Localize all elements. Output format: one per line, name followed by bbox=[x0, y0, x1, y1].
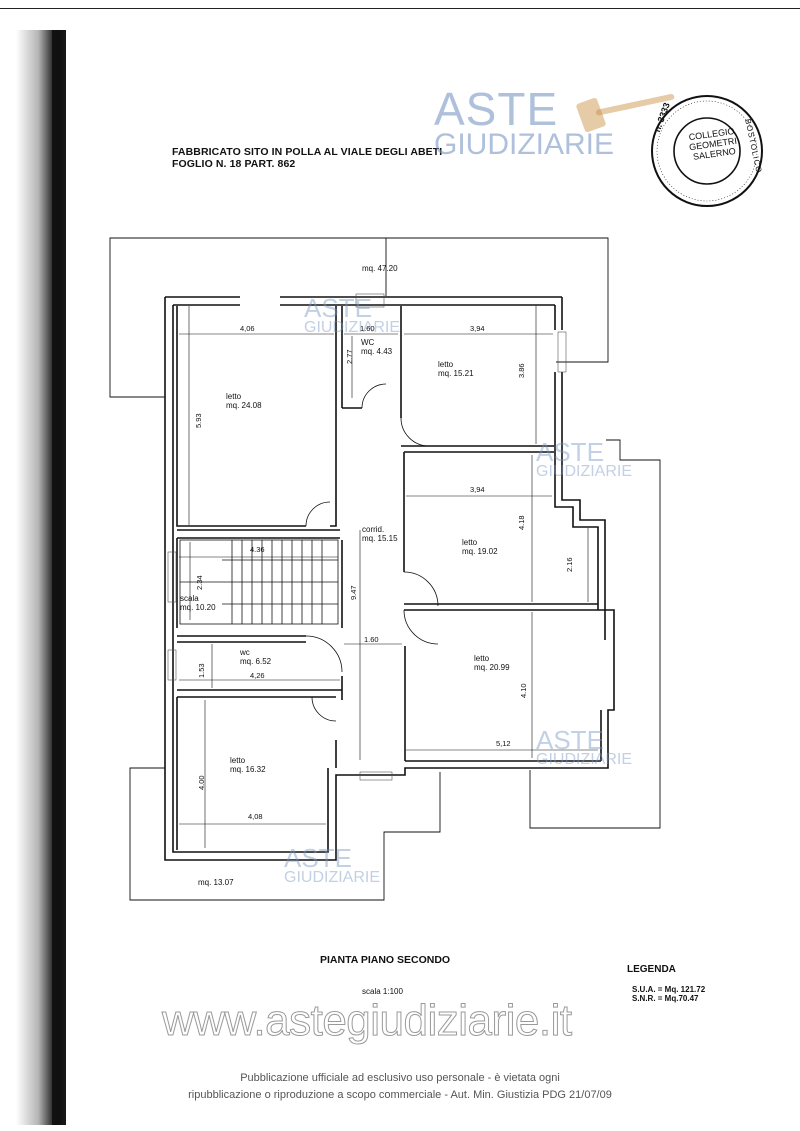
dim-947: 9.47 bbox=[349, 585, 358, 600]
dim-406: 4,06 bbox=[240, 324, 255, 333]
aste-watermark-plan-3: ASTE GIUDIZIARIE bbox=[536, 725, 633, 768]
footer-line-1: Pubblicazione ufficiale ad esclusivo uso… bbox=[240, 1072, 560, 1084]
plan-title: PIANTA PIANO SECONDO bbox=[320, 954, 451, 966]
room-name: letto bbox=[226, 392, 242, 401]
room-area: mq. 24.08 bbox=[226, 401, 262, 410]
legend-sua: S.U.A. = Mq. 121.72 bbox=[632, 985, 706, 994]
scan-top-line bbox=[0, 8, 800, 9]
room-letto-2: letto mq. 15.21 bbox=[438, 360, 474, 378]
header-line-1: FABBRICATO SITO IN POLLA AL VIALE DEGLI … bbox=[172, 146, 443, 158]
dim-512: 5,12 bbox=[496, 739, 511, 748]
room-area: mq. 4.43 bbox=[361, 347, 393, 356]
geometri-stamp bbox=[651, 95, 763, 207]
watermark-giudiziarie-text: GIUDIZIARIE bbox=[304, 319, 401, 336]
watermark-giudiziarie-text: GIUDIZIARIE bbox=[536, 463, 633, 480]
aste-watermark-plan-4: ASTE GIUDIZIARIE bbox=[284, 843, 381, 886]
dim-394-top: 3,94 bbox=[470, 324, 485, 333]
footer-line-2: ripubblicazione o riproduzione a scopo c… bbox=[188, 1089, 612, 1101]
room-name: letto bbox=[230, 756, 246, 765]
watermark-aste-text: ASTE bbox=[434, 83, 559, 135]
header-line-2: FOGLIO N. 18 PART. 862 bbox=[172, 158, 296, 170]
header-title: FABBRICATO SITO IN POLLA AL VIALE DEGLI … bbox=[172, 146, 442, 170]
watermark-aste-text: ASTE bbox=[304, 293, 372, 323]
room-letto-1: letto mq. 24.08 bbox=[226, 392, 262, 410]
room-area: mq. 6.52 bbox=[240, 657, 272, 666]
dim-386: 3.86 bbox=[517, 363, 526, 378]
dim-160-mid: 1.60 bbox=[364, 635, 379, 644]
room-letto-5: letto mq. 16.32 bbox=[230, 756, 266, 774]
aste-watermark-top: ASTE GIUDIZIARIE bbox=[434, 83, 615, 161]
room-corridor: corrid. mq. 15.15 bbox=[362, 525, 398, 543]
legend-values: S.U.A. = Mq. 121.72 S.N.R. = Mq.70.47 bbox=[632, 985, 705, 1003]
dim-410: 4.10 bbox=[519, 683, 528, 698]
room-area: mq. 15.21 bbox=[438, 369, 474, 378]
dim-160-top: 1.60 bbox=[360, 324, 375, 333]
dim-234: 2.34 bbox=[195, 575, 204, 590]
terrace-bottom-area: mq. 13.07 bbox=[198, 878, 234, 887]
watermark-aste-text: ASTE bbox=[536, 725, 604, 755]
dim-593: 5.93 bbox=[194, 413, 203, 428]
dim-153: 1.53 bbox=[197, 663, 206, 678]
room-letto-4: letto mq. 20.99 bbox=[474, 654, 510, 672]
scan-shadow bbox=[16, 30, 66, 1125]
aste-watermark-plan-1: ASTE GIUDIZIARIE bbox=[304, 293, 401, 336]
room-area: mq. 10.20 bbox=[180, 603, 216, 612]
room-letto-3: letto mq. 19.02 bbox=[462, 538, 498, 556]
scan-edge bbox=[52, 30, 57, 1125]
room-name: wc bbox=[240, 648, 250, 657]
dim-426: 4,26 bbox=[250, 671, 265, 680]
room-name: corrid. bbox=[362, 525, 385, 534]
watermark-aste-text: ASTE bbox=[284, 843, 352, 873]
room-name: WC bbox=[361, 338, 375, 347]
room-name: letto bbox=[438, 360, 454, 369]
watermark-giudiziarie-text: GIUDIZIARIE bbox=[434, 128, 615, 161]
legend-snr: S.N.R. = Mq.70.47 bbox=[632, 994, 699, 1003]
room-wc-2: wc mq. 6.52 bbox=[240, 648, 271, 666]
room-area: mq. 16.32 bbox=[230, 765, 266, 774]
dim-436: 4.36 bbox=[250, 545, 265, 554]
terrace-top-area: mq. 47.20 bbox=[362, 264, 398, 273]
dim-277: 2.77 bbox=[345, 349, 354, 364]
gavel-icon bbox=[576, 93, 675, 133]
room-scala: scala mq. 10.20 bbox=[180, 594, 216, 612]
footer-disclaimer: Pubblicazione ufficiale ad esclusivo uso… bbox=[100, 1070, 700, 1104]
watermark-aste-text: ASTE bbox=[536, 437, 604, 467]
plan-scale: scala 1:100 bbox=[362, 987, 403, 996]
room-area: mq. 19.02 bbox=[462, 547, 498, 556]
room-name: letto bbox=[474, 654, 490, 663]
aste-watermark-plan-2: ASTE GIUDIZIARIE bbox=[536, 437, 633, 480]
dim-394-mid: 3,94 bbox=[470, 485, 485, 494]
dim-418: 4.18 bbox=[517, 515, 526, 530]
room-name: letto bbox=[462, 538, 478, 547]
website-watermark: www.astegiudiziarie.it bbox=[162, 996, 573, 1046]
room-area: mq. 20.99 bbox=[474, 663, 510, 672]
dim-408: 4,08 bbox=[248, 812, 263, 821]
room-area: mq. 15.15 bbox=[362, 534, 398, 543]
dim-400: 4.00 bbox=[197, 775, 206, 790]
legend-title: LEGENDA bbox=[627, 964, 676, 975]
dim-216: 2.16 bbox=[565, 557, 574, 572]
room-name: scala bbox=[180, 594, 199, 603]
room-wc-1: WC mq. 4.43 bbox=[361, 338, 392, 356]
watermark-giudiziarie-text: GIUDIZIARIE bbox=[536, 751, 633, 768]
watermark-giudiziarie-text: GIUDIZIARIE bbox=[284, 869, 381, 886]
